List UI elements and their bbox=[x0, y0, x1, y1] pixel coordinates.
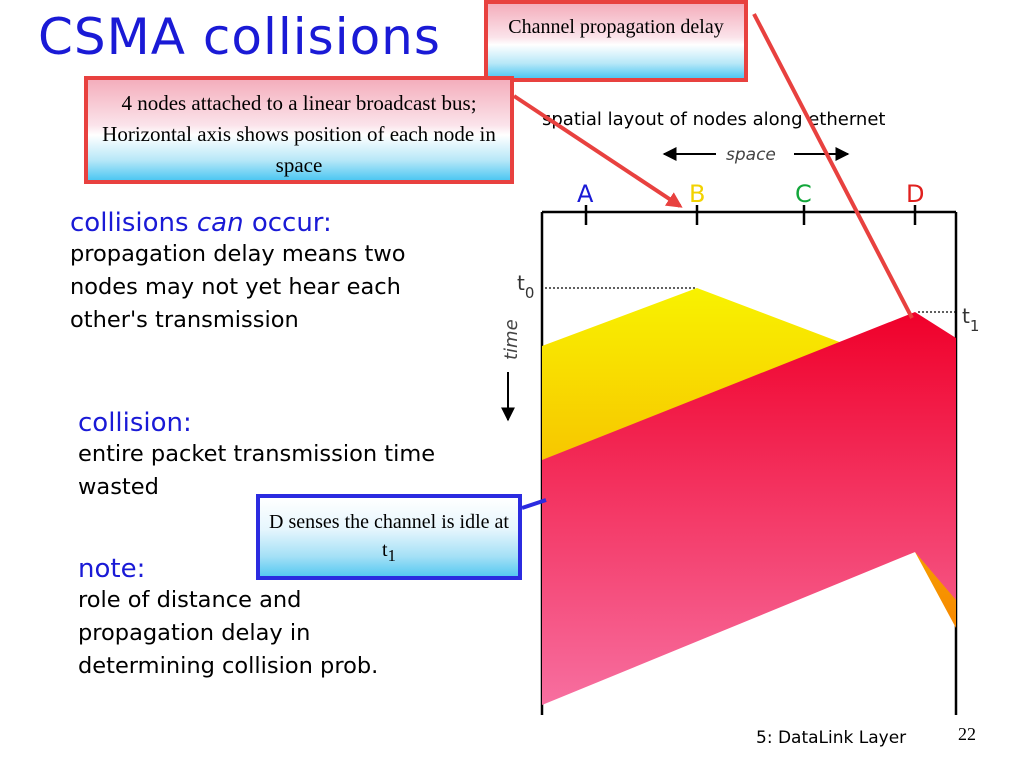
section-heading: collisions can occur: bbox=[70, 208, 332, 238]
section-collisions-can-occur: collisions can occur: propagation delay … bbox=[70, 208, 450, 337]
slide-title: CSMA collisions bbox=[38, 8, 441, 66]
page-number: 22 bbox=[958, 724, 976, 744]
diagram-caption: spatial layout of nodes along ethernet bbox=[542, 109, 885, 130]
space-label: space bbox=[726, 145, 776, 165]
node-label-d: D bbox=[906, 180, 924, 208]
t1-label: t1 bbox=[962, 304, 979, 335]
t0-label: t0 bbox=[517, 271, 534, 302]
time-label: time bbox=[501, 319, 522, 360]
section-note: note: role of distance and propagation d… bbox=[78, 554, 458, 683]
section-collision: collision: entire packet transmission ti… bbox=[78, 408, 458, 504]
section-heading: note: bbox=[78, 554, 146, 584]
callout-propagation-delay: Channel propagation delay bbox=[484, 0, 748, 82]
node-label-c: C bbox=[795, 180, 812, 208]
dsense-connector bbox=[521, 498, 547, 510]
callout-d-senses-idle: D senses the channel is idle at t1 bbox=[256, 494, 522, 580]
propagation-connector bbox=[752, 13, 914, 319]
section-heading: collision: bbox=[78, 408, 192, 438]
transmission-d-red bbox=[542, 312, 956, 705]
section-body: propagation delay means two nodes may no… bbox=[70, 241, 406, 333]
nodes-connector bbox=[512, 94, 683, 208]
section-body: entire packet transmission time wasted bbox=[78, 441, 436, 500]
node-label-b: B bbox=[689, 180, 705, 208]
section-body: role of distance and propagation delay i… bbox=[78, 587, 379, 679]
callout-nodes-bus: 4 nodes attached to a linear broadcast b… bbox=[84, 76, 514, 184]
footer-chapter: 5: DataLink Layer bbox=[756, 728, 907, 748]
node-label-a: A bbox=[577, 180, 594, 208]
